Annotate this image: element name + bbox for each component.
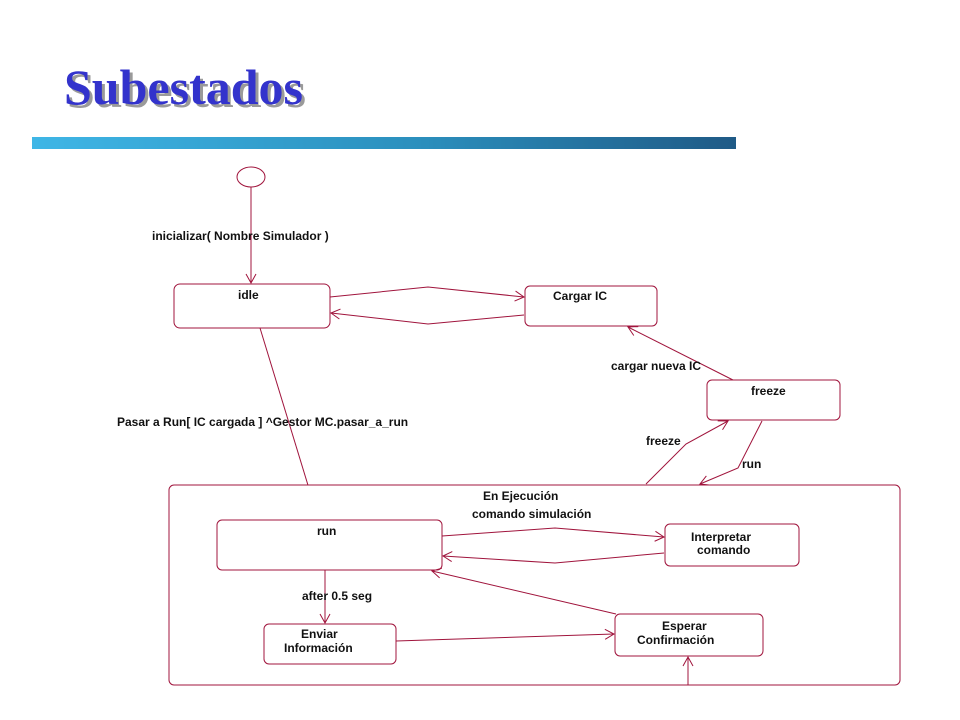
edge-enviar-to-esperar [395,628,616,642]
edge-idle-to-cargar-ic [329,286,526,302]
state-interpretar-label-2: comando [697,543,750,557]
label-freeze-transition: freeze [646,434,681,448]
edge-run-to-interpretar [441,527,666,542]
state-interpretar-comando[interactable]: Interpretar comando [664,523,800,567]
edge-cargar-ic-to-idle [329,308,525,325]
initial-state-node[interactable] [236,166,266,188]
state-idle-label: idle [238,288,259,302]
edge-esperar-to-run [430,567,617,615]
label-comando-simulacion: comando simulación [472,507,591,521]
state-cargar-ic-label: Cargar IC [553,289,607,303]
label-after: after 0.5 seg [302,589,372,603]
label-run-transition: run [742,457,761,471]
state-esperar-label-1: Esperar [662,619,707,633]
state-idle[interactable]: idle [173,283,331,329]
state-interpretar-label-1: Interpretar [691,530,751,544]
state-cargar-ic[interactable]: Cargar IC [524,285,658,327]
state-run-label: run [317,524,336,538]
edge-freeze-to-cargar-ic [627,326,734,381]
state-enviar-label-1: Enviar [301,627,338,641]
state-run[interactable]: run [216,519,443,571]
state-en-ejecucion-label: En Ejecución [483,489,558,503]
state-esperar-confirmacion[interactable]: Esperar Confirmación [614,613,764,657]
state-enviar-informacion[interactable]: Enviar Información [263,623,397,665]
state-enviar-label-2: Información [284,641,353,655]
title-underline-bar [32,137,736,149]
edge-en-ejecucion-to-freeze [645,420,729,485]
slide-title: Subestados [64,59,303,115]
label-inicializar: inicializar( Nombre Simulador ) [152,229,329,243]
state-freeze-label: freeze [751,384,786,398]
state-esperar-label-2: Confirmación [637,633,714,647]
state-freeze[interactable]: freeze [706,379,841,421]
label-cargar-nueva-ic: cargar nueva IC [611,359,701,373]
edge-freeze-to-en-ejecucion [699,420,763,486]
label-pasar-a-run: Pasar a Run[ IC cargada ] ^Gestor MC.pas… [117,415,408,429]
edge-interpretar-to-run [441,551,665,564]
